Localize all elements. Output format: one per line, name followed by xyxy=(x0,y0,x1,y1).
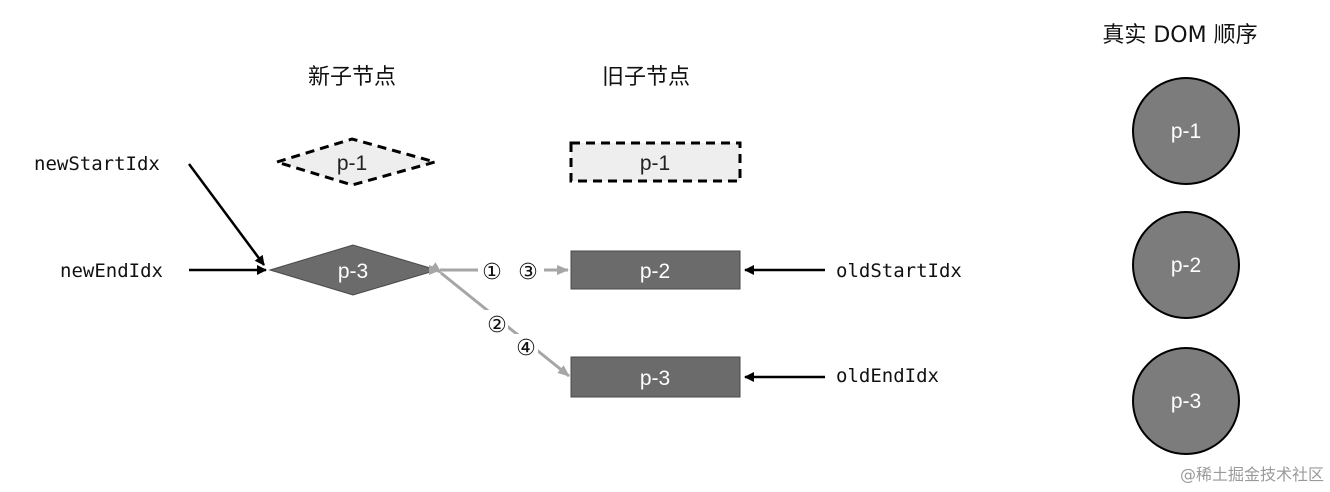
step-3-label: ③ xyxy=(518,260,538,285)
step-bg-1 xyxy=(478,258,544,284)
new-node-p3: p-3 xyxy=(268,244,439,296)
old-node-p3-label: p-3 xyxy=(640,367,670,390)
new-node-p1: p-1 xyxy=(271,137,441,187)
real-dom-label-p3: p-3 xyxy=(1171,390,1201,413)
step-1-label: ① xyxy=(482,260,502,285)
pointer-old-end-label: oldEndIdx xyxy=(836,365,939,387)
old-node-p2-label: p-2 xyxy=(640,260,670,283)
pointer-new-end-label: newEndIdx xyxy=(60,260,163,282)
step-bg-4 xyxy=(512,334,538,360)
old-node-p3: p-3 xyxy=(570,356,741,398)
new-node-p1-label: p-1 xyxy=(337,152,367,175)
real-dom-node-p2: p-2 xyxy=(1132,211,1240,319)
new-node-p3-label: p-3 xyxy=(338,260,368,283)
new-node-p1-shape xyxy=(271,137,441,187)
old-node-p1-shape xyxy=(569,141,742,183)
step-2-label: ② xyxy=(487,313,507,338)
real-dom-node-p1: p-1 xyxy=(1132,77,1240,185)
pointer-old-start-label: oldStartIdx xyxy=(836,260,962,282)
step-4-label: ④ xyxy=(516,336,536,361)
real-dom-node-p3: p-3 xyxy=(1132,347,1240,455)
real-dom-circle-p2 xyxy=(1132,211,1240,319)
real-dom-label-p1: p-1 xyxy=(1171,120,1201,143)
step-bg-2 xyxy=(484,310,508,336)
old-node-p2-shape xyxy=(570,250,741,290)
real-dom-label-p2: p-2 xyxy=(1171,254,1201,277)
header-new-children: 新子节点 xyxy=(308,65,396,90)
watermark-text: @稀土掘金技术社区 xyxy=(1180,465,1324,484)
old-node-p1: p-1 xyxy=(569,141,742,183)
header-real-dom-order: 真实 DOM 顺序 xyxy=(1102,23,1257,48)
pointer-new-start-label: newStartIdx xyxy=(34,153,160,175)
header-old-children: 旧子节点 xyxy=(602,65,690,90)
real-dom-circle-p3 xyxy=(1132,347,1240,455)
old-node-p3-shape xyxy=(570,356,741,398)
real-dom-circle-p1 xyxy=(1132,77,1240,185)
old-node-p1-label: p-1 xyxy=(640,152,670,175)
old-node-p2: p-2 xyxy=(570,250,741,290)
pointer-new-start-arrow xyxy=(187,163,266,266)
